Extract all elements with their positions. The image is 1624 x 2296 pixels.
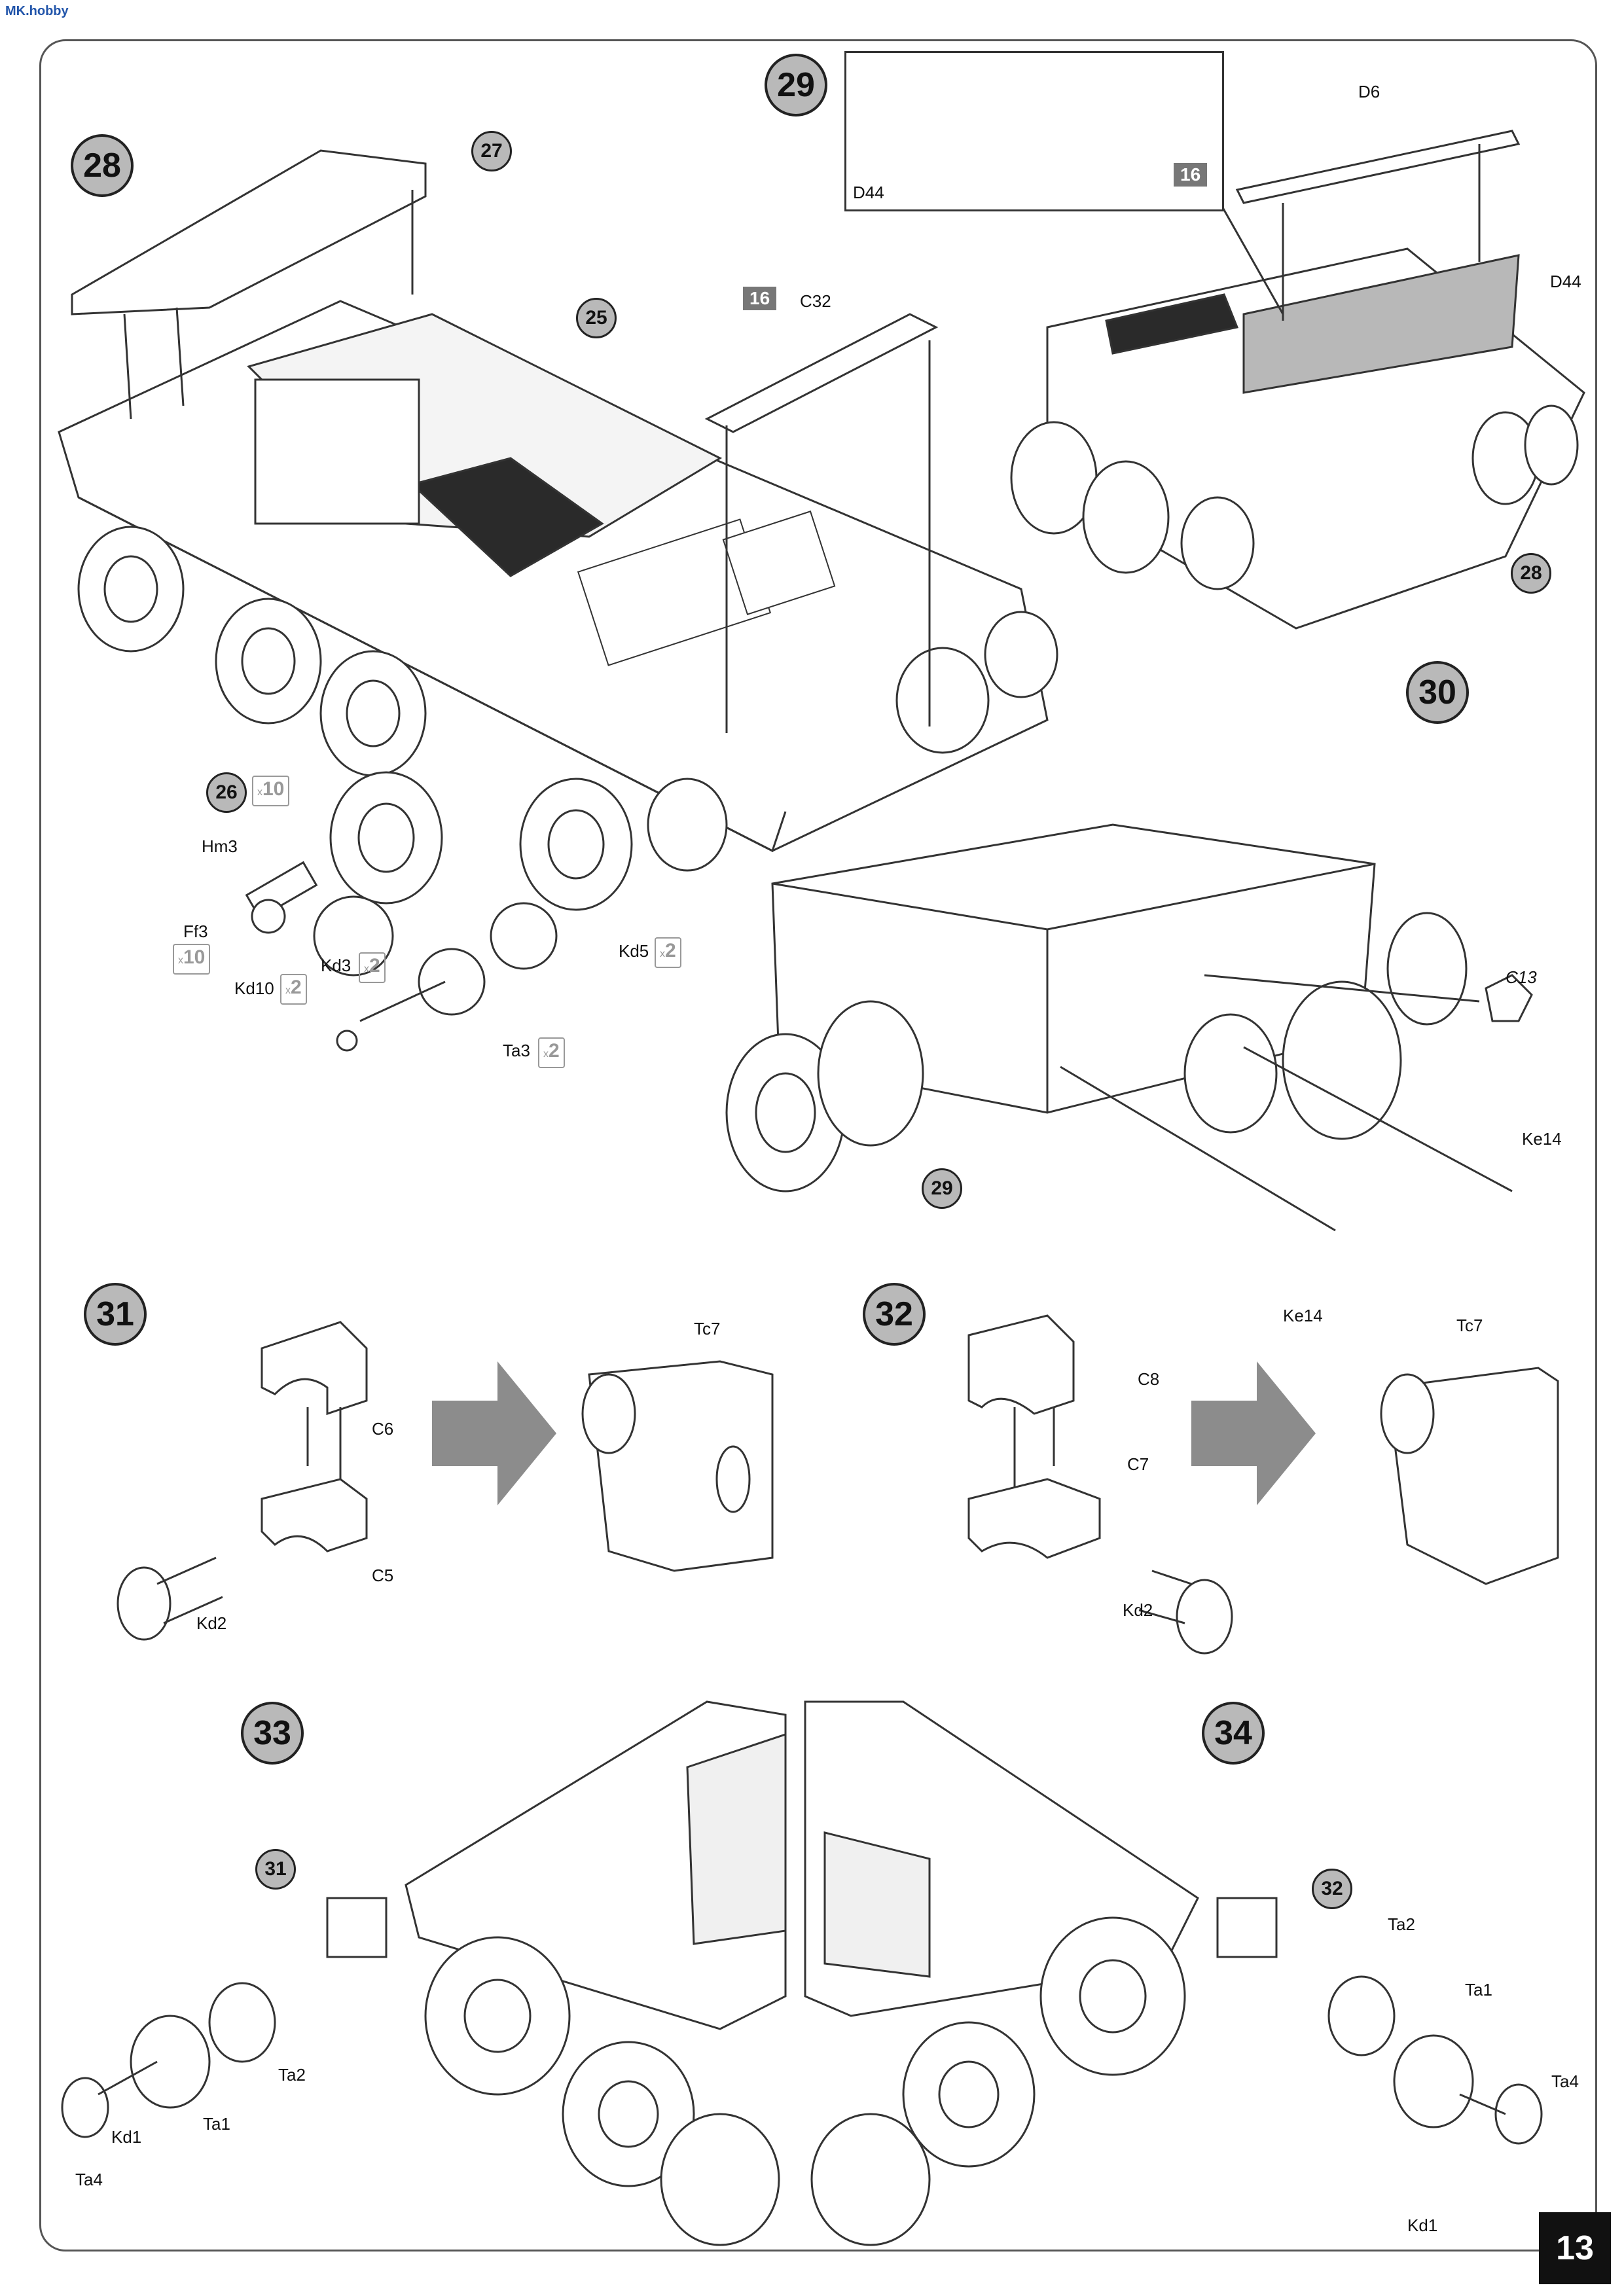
part-label-kd3: Kd3 [321, 956, 352, 975]
qty-badge-ff3: x10 [173, 944, 211, 975]
part-label-kd2-step32: Kd2 [1123, 1600, 1153, 1620]
part-label-kd1-step33: Kd1 [111, 2127, 142, 2147]
part-label-ta2-step34: Ta2 [1388, 1914, 1415, 1934]
step34-drawing [804, 1700, 1543, 2246]
part-label-d6: D6 [1358, 82, 1380, 101]
part-label-c8: C8 [1138, 1369, 1160, 1389]
step29-inset-panel: D44 16 [844, 51, 1224, 211]
qty-badge-26: x10 [252, 776, 290, 806]
part-label-ff3: Ff3 [183, 922, 208, 941]
ref-29-badge: 29 [922, 1168, 962, 1209]
ref-26-badge: 26 [206, 772, 247, 813]
part-label-ta1-step34: Ta1 [1465, 1980, 1492, 2000]
step-34-badge: 34 [1202, 1702, 1265, 1765]
part-label-ta4-step34: Ta4 [1551, 2072, 1579, 2091]
paint-code-16-box: 16 [743, 287, 777, 310]
part-label-c13: C13 [1506, 967, 1537, 987]
part-label-tc7-step31: Tc7 [694, 1319, 721, 1338]
ref-28-badge: 28 [1511, 553, 1551, 594]
part-label-ke14-bottom: Ke14 [1283, 1306, 1323, 1325]
part-label-c6: C6 [372, 1419, 394, 1439]
qty-badge-kd5: x2 [655, 937, 681, 968]
part-label-ta2-step33: Ta2 [278, 2065, 306, 2085]
brand-logo: MK.hobby [5, 4, 69, 18]
step-32-badge: 32 [863, 1283, 926, 1346]
ref-25-badge: 25 [576, 298, 617, 338]
part-label-hm3: Hm3 [202, 836, 238, 856]
qty-badge-kd10: x2 [280, 974, 307, 1005]
step32-drawing [967, 1314, 1559, 1655]
part-label-kd5: Kd5 [619, 941, 649, 961]
part-label-ta3: Ta3 [503, 1041, 530, 1060]
part-label-ta4-step33: Ta4 [75, 2170, 103, 2189]
step-28-badge: 28 [71, 134, 134, 197]
part-label-d44: D44 [1550, 272, 1581, 291]
part-label-kd1-step34: Kd1 [1407, 2215, 1438, 2235]
page-number: 13 [1539, 2212, 1611, 2284]
qty-badge-kd3: x2 [359, 952, 386, 983]
part-label-tc7-step32: Tc7 [1456, 1316, 1483, 1335]
column-divider [791, 1695, 793, 2238]
part-label-ke14-right: Ke14 [1522, 1129, 1562, 1149]
part-label-c7: C7 [1127, 1454, 1149, 1474]
step33-drawing [61, 1700, 787, 2246]
paint-code-16-box-inset: 16 [1174, 163, 1208, 187]
part-label-c32: C32 [800, 291, 831, 311]
page-frame [39, 39, 1597, 2251]
qty-badge-ta3: x2 [538, 1037, 565, 1068]
step-29-badge: 29 [765, 54, 827, 117]
part-label-kd10: Kd10 [234, 978, 274, 998]
step30-hull-drawing [725, 823, 1533, 1232]
step-33-badge: 33 [241, 1702, 304, 1765]
ref-31-badge: 31 [255, 1849, 296, 1890]
step-31-badge: 31 [84, 1283, 147, 1346]
part-label-d44-inset: D44 [853, 183, 884, 202]
step-30-badge: 30 [1406, 661, 1469, 724]
ref-32-badge: 32 [1312, 1869, 1352, 1909]
step28-hull-drawing [58, 149, 1058, 1052]
part-label-c5: C5 [372, 1566, 394, 1585]
part-label-ta1-step33: Ta1 [203, 2114, 230, 2134]
step31-drawing [117, 1321, 774, 1641]
part-label-kd2-step31: Kd2 [196, 1613, 227, 1633]
ref-27-badge: 27 [471, 131, 512, 171]
